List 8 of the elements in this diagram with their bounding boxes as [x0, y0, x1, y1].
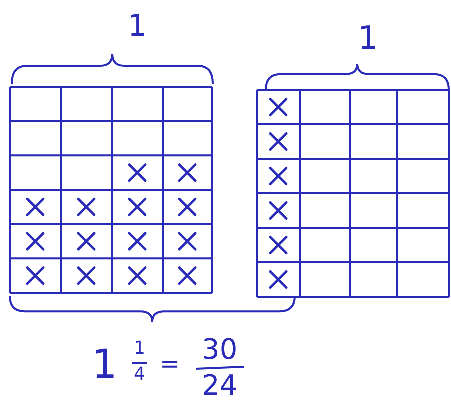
label-text: 30: [202, 336, 238, 364]
label-text: 1: [128, 12, 148, 42]
label-text: 1: [134, 340, 146, 358]
label-text: =: [160, 352, 180, 376]
label-text: 24: [202, 372, 238, 400]
label-text: 1: [358, 22, 378, 54]
label-text: 1: [92, 345, 118, 385]
label-text: 4: [134, 366, 146, 384]
